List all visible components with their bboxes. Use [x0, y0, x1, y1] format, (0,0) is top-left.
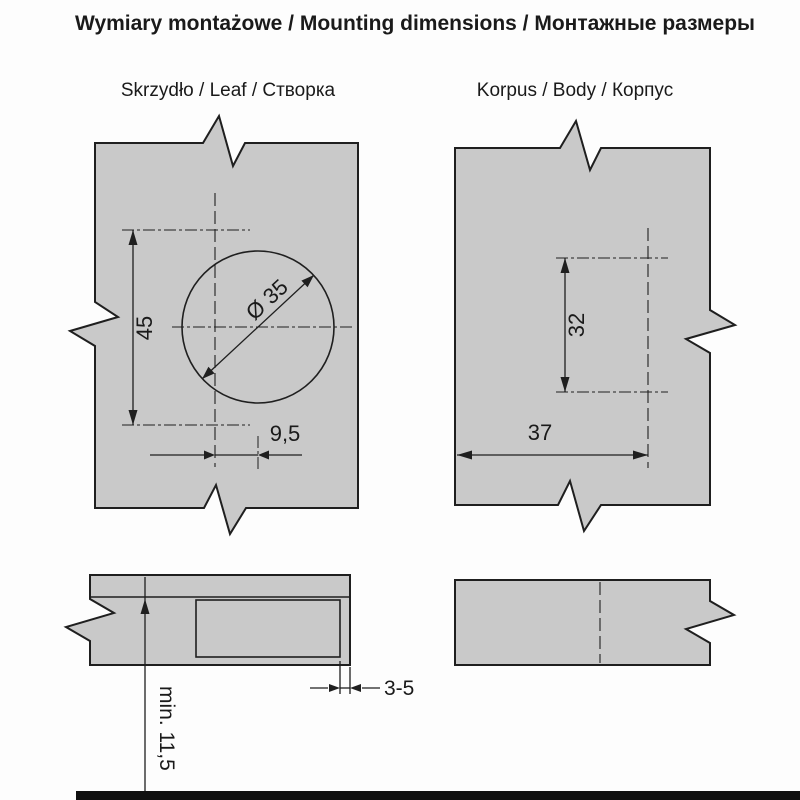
arrowhead [128, 230, 138, 245]
arrowhead [301, 275, 314, 288]
image-bottom-edge [76, 791, 800, 800]
leaf-spacing-label: 45 [132, 316, 157, 340]
leaf-section-panel [63, 574, 351, 666]
page-title: Wymiary montażowe / Mounting dimensions … [75, 12, 755, 35]
door-gap-label: 3-5 [384, 677, 414, 700]
arrowhead [350, 684, 361, 692]
arrowhead [560, 258, 570, 273]
body-distance-dimension: 37 [457, 420, 648, 460]
body-spacing-label: 32 [564, 313, 589, 337]
min-depth-dimension: min. 11,5 [140, 577, 178, 798]
leaf-section-view: min. 11,5 3-5 [63, 574, 414, 798]
cup-distance-dimension: 9,5 [150, 421, 302, 470]
body-section-panel [454, 579, 737, 666]
arrowhead [128, 410, 138, 425]
leaf-panel [67, 113, 359, 537]
arrowhead [258, 450, 269, 460]
cup-cavity [195, 599, 341, 658]
min-depth-label: min. 11,5 [155, 686, 178, 771]
cup-diameter-line [201, 274, 315, 380]
arrowhead [329, 684, 340, 692]
arrowhead [202, 366, 215, 379]
body-panel [454, 118, 738, 534]
arrowhead [204, 450, 215, 460]
body-spacing-dimension: 32 [560, 258, 589, 392]
body-section-view [454, 579, 737, 666]
arrowhead [560, 377, 570, 392]
body-distance-label: 37 [528, 420, 552, 445]
leaf-spacing-dimension: 45 [128, 230, 157, 425]
cup-distance-label: 9,5 [270, 421, 301, 446]
leaf-section-header: Skrzydło / Leaf / Створка [121, 80, 336, 101]
leaf-front-view: Ø 35 45 9,5 [67, 113, 359, 537]
door-gap-dimension: 3-5 [310, 661, 414, 700]
body-section-header: Korpus / Body / Корпус [477, 80, 673, 101]
arrowhead [457, 450, 472, 460]
body-front-view: 32 37 [454, 118, 738, 534]
arrowhead [633, 450, 648, 460]
arrowhead [140, 599, 150, 614]
